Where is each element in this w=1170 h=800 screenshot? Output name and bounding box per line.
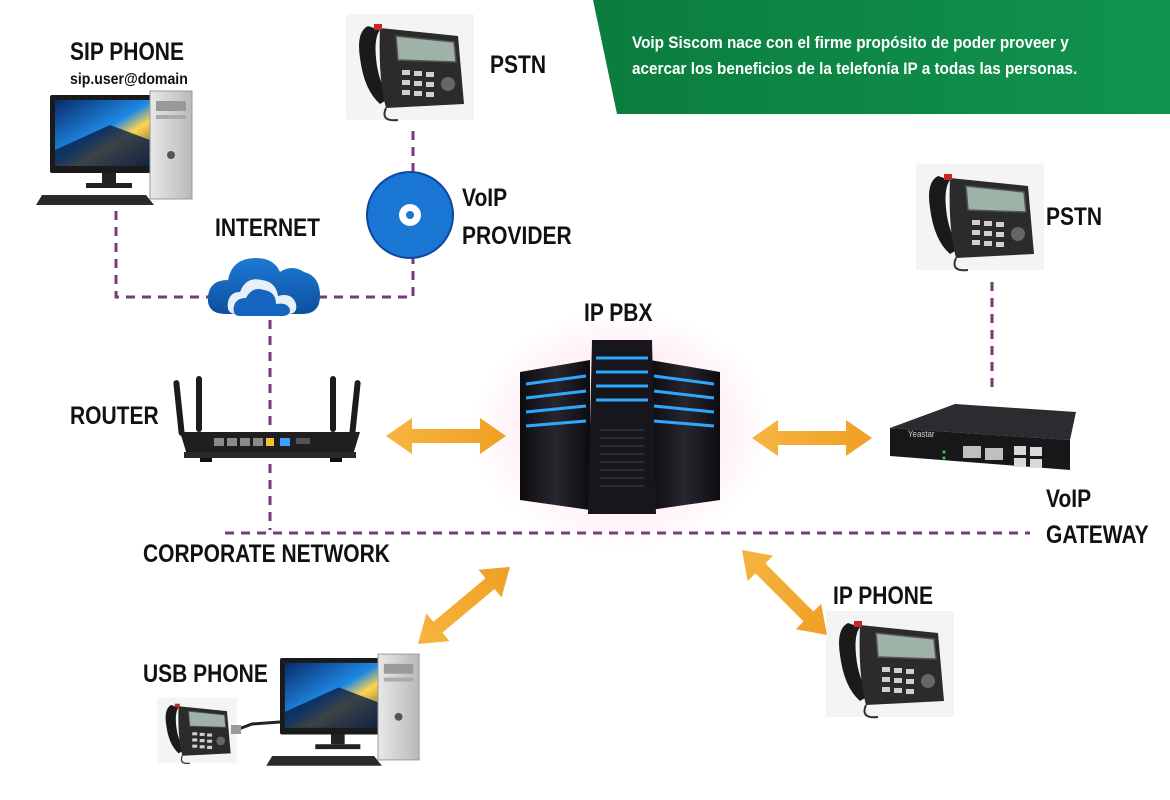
pstn-right-phone-icon xyxy=(915,163,1045,272)
router-icon xyxy=(173,376,361,462)
arrows xyxy=(386,418,872,644)
line-internet-to-provider xyxy=(318,258,415,299)
internet-cloud-icon xyxy=(207,258,320,316)
sip-phone-address: sip.user@domain xyxy=(70,71,188,88)
pstn-right-label: PSTN xyxy=(1046,203,1103,231)
voip-provider-icon xyxy=(366,171,454,259)
banner-line-1: Voip Siscom nace con el firme propósito … xyxy=(632,33,1069,52)
arrow-router-pbx xyxy=(386,418,506,454)
corporate-network-label: CORPORATE NETWORK xyxy=(143,540,390,568)
voip-gateway-label-line1: VoIP xyxy=(1046,485,1092,513)
internet-label: INTERNET xyxy=(215,214,320,242)
sip-phone-computer-icon xyxy=(35,90,193,206)
voip-provider-label-line1: VoIP xyxy=(462,184,508,212)
ip-phone-icon xyxy=(825,610,955,719)
voip-gateway-icon xyxy=(890,404,1076,470)
info-banner xyxy=(593,0,1170,114)
ip-pbx-servers-icon xyxy=(472,310,772,550)
pstn-top-label: PSTN xyxy=(490,51,547,79)
arrow-pbx-gateway xyxy=(752,420,872,456)
voip-gateway-label-line2: GATEWAY xyxy=(1046,521,1149,549)
sip-phone-label: SIP PHONE xyxy=(70,38,184,66)
usb-cable xyxy=(235,720,281,732)
gateway-brand: Yeastar xyxy=(908,429,935,439)
router-label: ROUTER xyxy=(70,402,159,430)
usb-phone-computer-icon xyxy=(265,653,420,767)
line-sip-to-internet xyxy=(114,195,210,299)
pstn-top-phone-icon xyxy=(345,13,475,122)
arrow-pbx-ipphone xyxy=(742,550,827,635)
ip-phone-label: IP PHONE xyxy=(833,582,933,610)
banner-text: Voip Siscom nace con el firme propósito … xyxy=(632,30,1100,82)
arrow-pbx-usb xyxy=(418,566,510,644)
usb-phone-label: USB PHONE xyxy=(143,660,268,688)
voip-provider-label-line2: PROVIDER xyxy=(462,222,572,250)
usb-plug xyxy=(231,725,241,734)
ip-pbx-label: IP PBX xyxy=(584,299,653,327)
usb-phone-icon xyxy=(156,696,238,765)
banner-line-2: acercar los beneficios de la telefonía I… xyxy=(632,59,1078,78)
